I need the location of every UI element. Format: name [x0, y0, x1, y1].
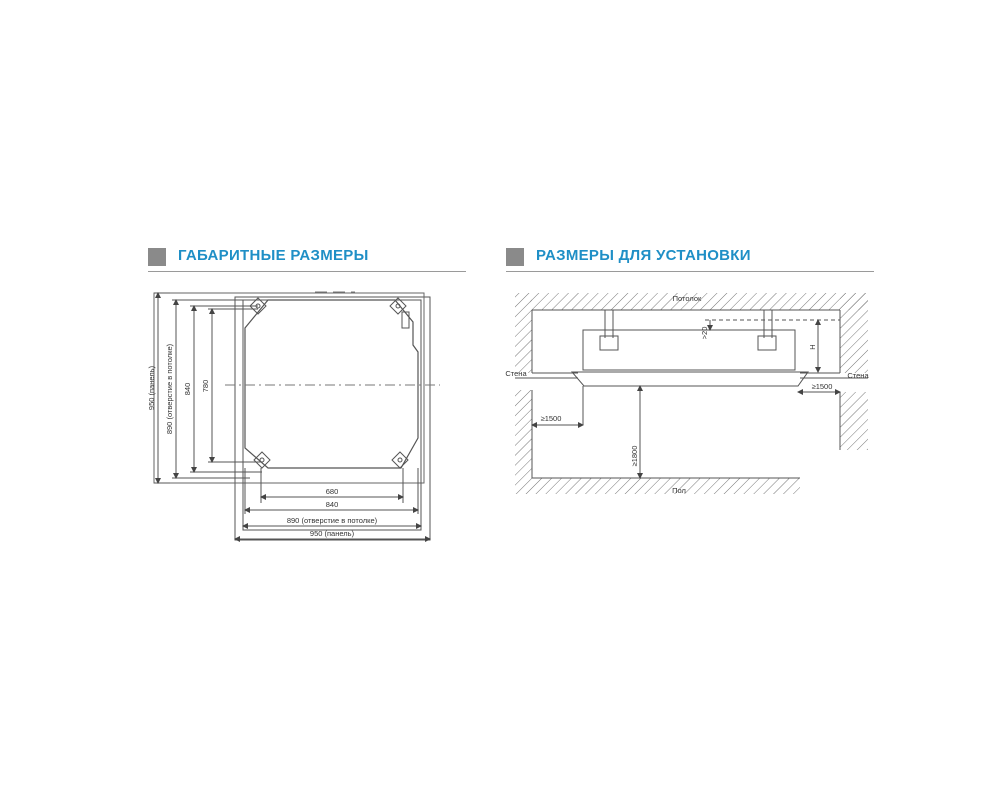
unit-body	[582, 329, 796, 371]
hanger-bracket-icon	[253, 451, 271, 469]
installation-drawing: Потолок Пол Стена Стена >20 H ≥1500 ≥150…	[505, 293, 869, 495]
unit-body-outline	[244, 299, 419, 469]
dim-950-v-label: 950 (панель)	[147, 365, 156, 410]
section-divider	[148, 271, 466, 272]
dim-890-h-label: 890 (отверстие в потолке)	[287, 516, 378, 525]
unit-panel	[570, 371, 809, 387]
dim-840-v-label: 840	[183, 383, 192, 396]
hanger-bracket-icon	[391, 451, 409, 469]
section-marker-square	[148, 248, 166, 266]
dimensions-section-header: ГАБАРИТНЫЕ РАЗМЕРЫ	[148, 245, 468, 275]
dimensions-labels: 680 840 890 (отверстие в потолке) 950 (п…	[147, 343, 378, 538]
dim-780-v-label: 780	[201, 380, 210, 393]
wall-right-label: Стена	[847, 371, 869, 380]
dim-950-h-label: 950 (панель)	[310, 529, 355, 538]
left-wall-hatch	[515, 293, 532, 478]
dimensions-section-title: ГАБАРИТНЫЕ РАЗМЕРЫ	[178, 247, 369, 264]
installation-section-header: РАЗМЕРЫ ДЛЯ УСТАНОВКИ	[506, 245, 876, 275]
section-marker-square	[506, 248, 524, 266]
dim-840-h-label: 840	[326, 500, 339, 509]
section-divider	[506, 271, 874, 272]
dim-1500-left-label: ≥1500	[541, 414, 562, 423]
dim-890-v-label: 890 (отверстие в потолке)	[165, 343, 174, 434]
hanger-bracket-icon	[599, 335, 619, 351]
wall-left-label: Стена	[505, 369, 527, 378]
dim-680-label: 680	[326, 487, 339, 496]
right-wall-hatch	[840, 293, 868, 450]
dim-h-label: H	[808, 344, 817, 349]
dimensions-drawing	[153, 291, 440, 542]
ceiling-label: Потолок	[673, 294, 702, 303]
floor-label: Пол	[672, 486, 686, 495]
drain-fitting-icon	[401, 311, 410, 329]
dim-1500-right-label: ≥1500	[812, 382, 833, 391]
hanger-bracket-icon	[757, 335, 777, 351]
hanger-bracket-icon	[389, 297, 407, 315]
dim-1800-label: ≥1800	[630, 446, 639, 467]
ceiling-hatch	[530, 293, 868, 310]
installation-section-title: РАЗМЕРЫ ДЛЯ УСТАНОВКИ	[536, 247, 751, 264]
floor-hatch	[515, 478, 800, 494]
dim-20-label: >20	[700, 327, 709, 340]
